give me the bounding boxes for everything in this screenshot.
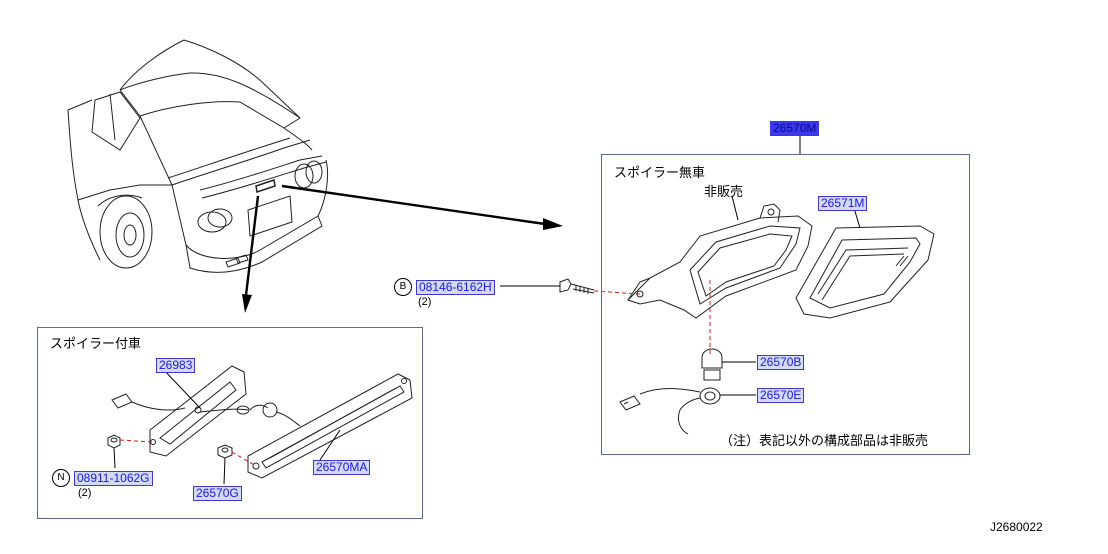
part-08146-6162H[interactable]: 08146-6162H — [416, 280, 495, 295]
part-26570B[interactable]: 26570B — [757, 355, 805, 370]
panel-title-with-spoiler: スポイラー付車 — [50, 337, 142, 352]
spoiler-lamp-assembly — [107, 365, 413, 479]
dashed-guides-left — [119, 439, 257, 467]
nut-circle-marker: N — [52, 469, 70, 487]
part-26570M[interactable]: 26570M — [770, 121, 820, 136]
panel-title-without-spoiler: スポイラー無車 — [614, 166, 706, 181]
part-26570MA[interactable]: 26570MA — [313, 460, 371, 475]
part-08911-1062G[interactable]: 08911-1062G — [74, 471, 153, 486]
bolt-illustration — [559, 278, 595, 294]
panel-without-spoiler — [601, 154, 970, 455]
part-26570G[interactable]: 26570G — [193, 486, 242, 501]
bolt-circle-marker: B — [394, 278, 412, 296]
part-26571M[interactable]: 26571M — [818, 196, 868, 211]
car-illustration — [67, 39, 329, 273]
lamp-assembly-no-spoiler — [619, 203, 935, 435]
nut-quantity: (2) — [78, 487, 92, 499]
panel-with-spoiler — [37, 327, 423, 519]
footnote: （注）表記以外の構成部品は非販売 — [720, 434, 929, 449]
pointer-arrows — [242, 184, 563, 313]
leader-lines-right — [720, 134, 861, 396]
diagram-id: J2680022 — [990, 520, 1043, 534]
leader-lines-left — [113, 368, 341, 485]
bolt-quantity: (2) — [418, 296, 432, 308]
part-26570E[interactable]: 26570E — [757, 388, 805, 403]
part-26983[interactable]: 26983 — [156, 358, 196, 373]
not-sold-label: 非販売 — [704, 185, 744, 200]
